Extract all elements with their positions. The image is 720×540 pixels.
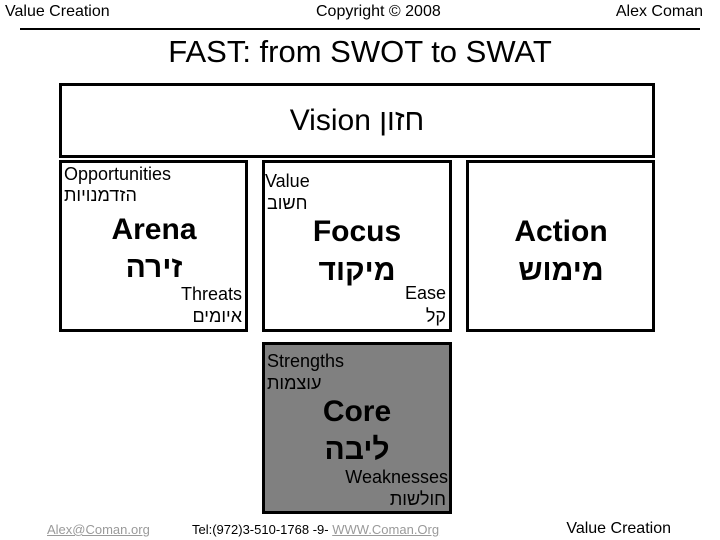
action-he-title: מימוש — [518, 254, 604, 287]
footer-email-link[interactable]: Alex@Coman.org — [47, 522, 150, 537]
focus-title: Focus — [312, 215, 402, 248]
value-he-label: חשוב — [267, 193, 308, 213]
strengths-he-label: עוצמות — [267, 373, 322, 393]
header-rule — [20, 28, 700, 30]
core-he-title: ליבה — [324, 433, 390, 466]
action-box: Action מימוש — [466, 160, 655, 332]
ease-label: Ease — [404, 283, 446, 303]
page-title: FAST: from SWOT to SWAT — [168, 34, 552, 69]
core-title: Core — [322, 395, 392, 428]
threats-label: Threats — [180, 284, 242, 304]
action-title: Action — [514, 215, 608, 248]
header-copyright: Copyright © 2008 — [316, 3, 441, 20]
weaknesses-label: Weaknesses — [345, 467, 448, 487]
threats-he-label: איומים — [192, 306, 242, 326]
vision-label: Vision חזון — [289, 104, 425, 137]
header-left: Value Creation — [5, 3, 110, 20]
opportunities-he-label: הזדמנויות — [64, 185, 137, 205]
arena-box: Opportunities הזדמנויות Arena זירה Threa… — [59, 160, 248, 332]
arena-he-title: זירה — [125, 251, 183, 284]
footer-right: Value Creation — [566, 520, 671, 537]
focus-box: Value חשוב Focus מיקוד Ease קל — [262, 160, 452, 332]
footer-tel-page: Tel:(972)3-510-1768 -9- WWW.Coman.Org — [192, 522, 439, 537]
footer-tel: Tel:(972)3-510-1768 -9- — [192, 522, 329, 537]
value-label: Value — [265, 171, 310, 191]
ease-he-label: קל — [425, 306, 446, 326]
strengths-label: Strengths — [267, 351, 345, 371]
weaknesses-he-label: חולשות — [389, 489, 446, 509]
footer-website-link[interactable]: WWW.Coman.Org — [332, 522, 440, 537]
focus-he-title: מיקוד — [318, 254, 396, 287]
vision-box: Vision חזון — [59, 83, 655, 158]
core-box: Strengths עוצמות Core ליבה Weaknesses חו… — [262, 342, 452, 514]
header-author: Alex Coman — [615, 3, 703, 20]
opportunities-label: Opportunities — [64, 164, 172, 184]
arena-title: Arena — [111, 213, 197, 246]
